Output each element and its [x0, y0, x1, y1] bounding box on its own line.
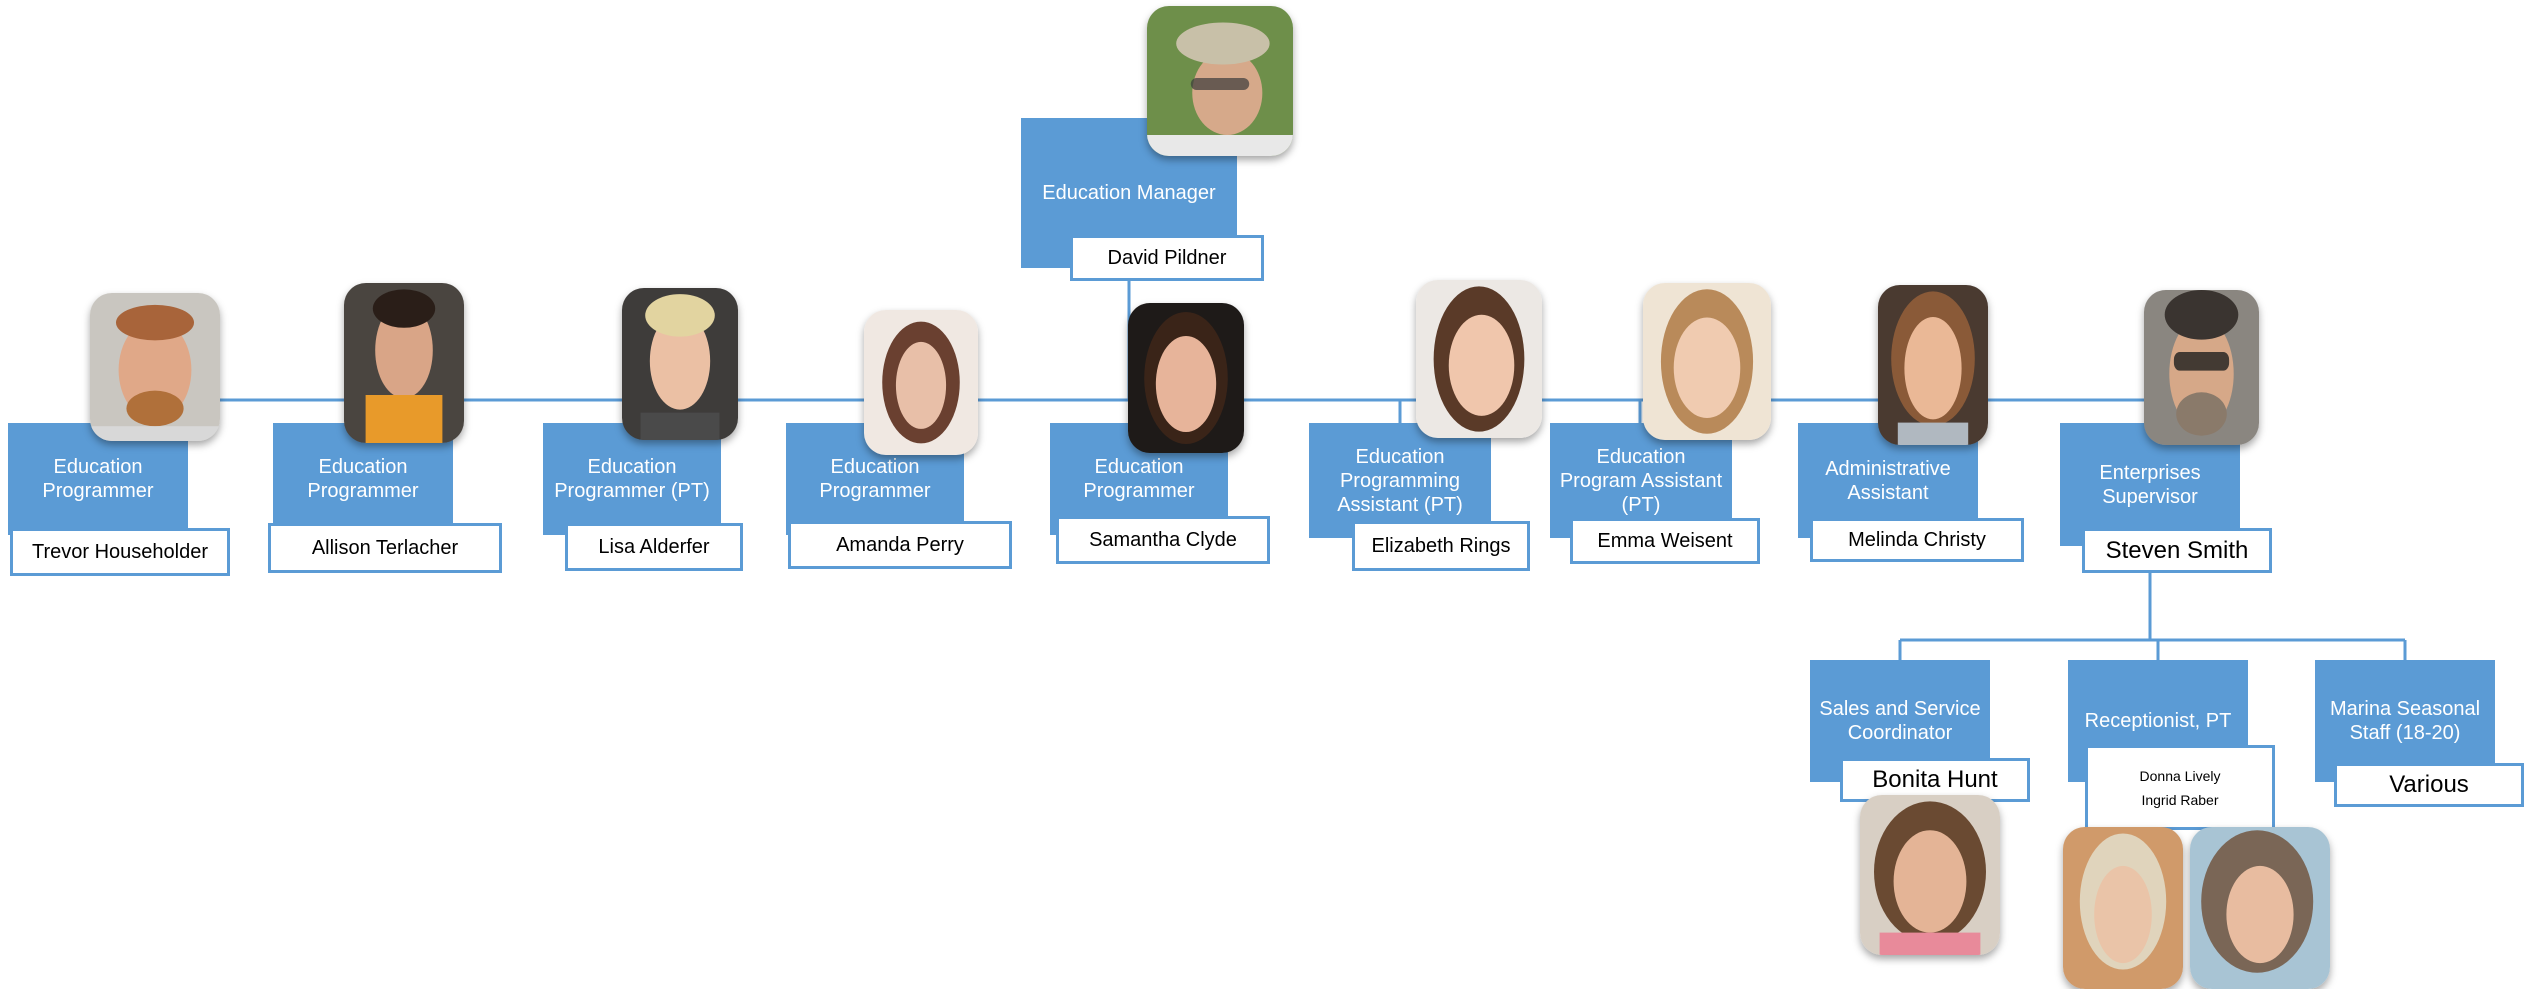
staff-name: Emma Weisent	[1570, 518, 1760, 564]
staff-title: Education Programmer (PT)	[543, 423, 721, 535]
staff-name: Melinda Christy	[1810, 518, 2024, 562]
person-photo-icon	[344, 283, 464, 443]
enterprise-name: Bonita Hunt	[1840, 758, 2030, 802]
staff-name: Lisa Alderfer	[565, 523, 743, 571]
person-photo-icon	[1878, 285, 1988, 445]
enterprise-title: Marina Seasonal Staff (18-20)	[2315, 660, 2495, 782]
staff-name: Elizabeth Rings	[1352, 521, 1530, 571]
staff-title: Education Programming Assistant (PT)	[1309, 423, 1491, 538]
person-photo-icon	[622, 288, 738, 440]
enterprise-name: Ingrid Raber	[2141, 791, 2219, 808]
enterprise-name: Donna Lively	[2139, 767, 2221, 784]
staff-name: Samantha Clyde	[1056, 516, 1270, 564]
staff-name: Steven Smith	[2082, 528, 2272, 573]
enterprise-name: Various	[2334, 763, 2524, 807]
manager-name: David Pildner	[1070, 235, 1264, 281]
staff-name: Amanda Perry	[788, 521, 1012, 569]
enterprise-names: Donna Lively Ingrid Raber	[2085, 745, 2275, 830]
person-photo-icon	[1128, 303, 1244, 453]
person-photo-icon	[1147, 6, 1293, 156]
staff-name: Allison Terlacher	[268, 523, 502, 573]
person-photo-icon	[2063, 827, 2183, 989]
person-photo-icon	[1416, 280, 1542, 438]
person-photo-icon	[864, 310, 978, 455]
staff-name: Trevor Householder	[10, 528, 230, 576]
person-photo-icon	[90, 293, 220, 441]
person-photo-icon	[2144, 290, 2259, 445]
staff-title: Education Programmer	[8, 423, 188, 535]
person-photo-icon	[1860, 795, 2000, 955]
person-photo-icon	[2190, 827, 2330, 989]
person-photo-icon	[1643, 283, 1771, 440]
